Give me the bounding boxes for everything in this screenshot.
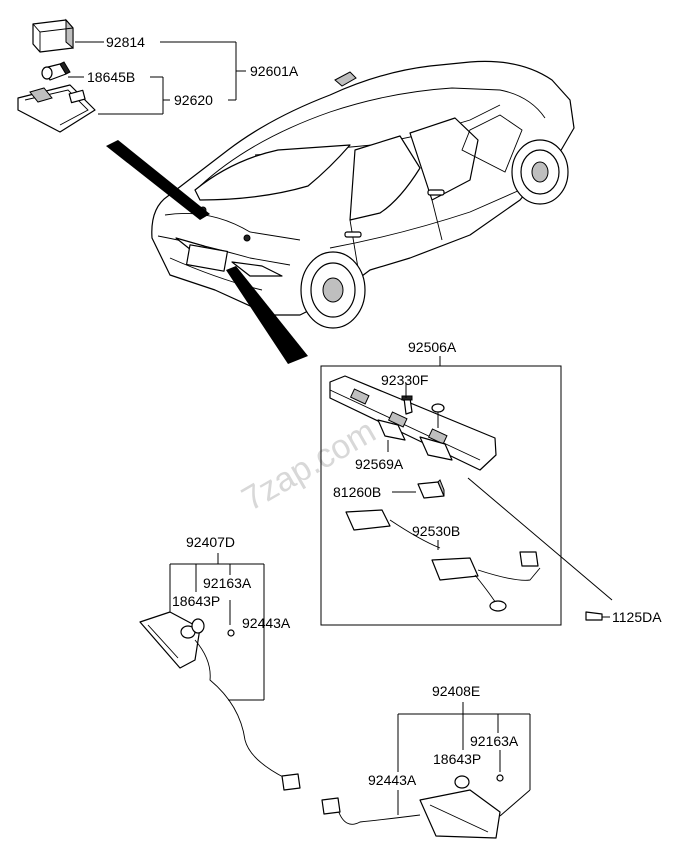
bulb-18645B-part	[41, 61, 71, 81]
callout-92163A-right: 92163A	[470, 733, 519, 749]
callout-92814: 92814	[106, 34, 145, 50]
callout-92443A-left: 92443A	[242, 615, 291, 631]
pointer-wedge-upper	[106, 140, 210, 220]
callout-1125DA: 1125DA	[612, 609, 662, 625]
callout-92506A: 92506A	[408, 339, 457, 355]
vehicle-illustration	[151, 60, 575, 329]
callout-92330F: 92330F	[381, 372, 428, 388]
callout-92408E: 92408E	[432, 683, 480, 699]
callout-92443A-right: 92443A	[368, 772, 417, 788]
screw-1125DA-part	[585, 611, 610, 621]
lamp-housing-92620-part	[17, 84, 96, 133]
harness-92530B-part	[345, 509, 541, 612]
courtesy-lamp-right-part	[321, 774, 504, 839]
garnish-bracket-part	[329, 375, 497, 471]
lens-92814-part	[32, 18, 74, 53]
courtesy-lamp-left-part	[139, 611, 301, 791]
callout-92601A: 92601A	[250, 63, 299, 79]
leader-lines-top-left	[68, 41, 246, 115]
assembly-box-92506A	[320, 365, 562, 626]
leader-lines-92408E	[397, 702, 531, 817]
callout-92569A: 92569A	[355, 456, 404, 472]
leader-1125DA-long	[467, 477, 613, 601]
callout-18645B: 18645B	[87, 69, 135, 85]
callout-81260B: 81260B	[333, 484, 381, 500]
screw-part	[431, 403, 445, 428]
leader-lines-92407D	[169, 553, 265, 701]
switch-81260B-part	[417, 479, 445, 499]
callout-92163A-left: 92163A	[203, 575, 252, 591]
pointer-wedge-lower	[226, 266, 308, 364]
callout-92407D: 92407D	[186, 534, 235, 550]
callout-92530B: 92530B	[412, 523, 460, 539]
callout-18643P-left: 18643P	[172, 593, 220, 609]
callout-92620: 92620	[174, 92, 213, 108]
callout-18643P-right: 18643P	[433, 751, 481, 767]
clip-92330F-part	[401, 395, 413, 415]
